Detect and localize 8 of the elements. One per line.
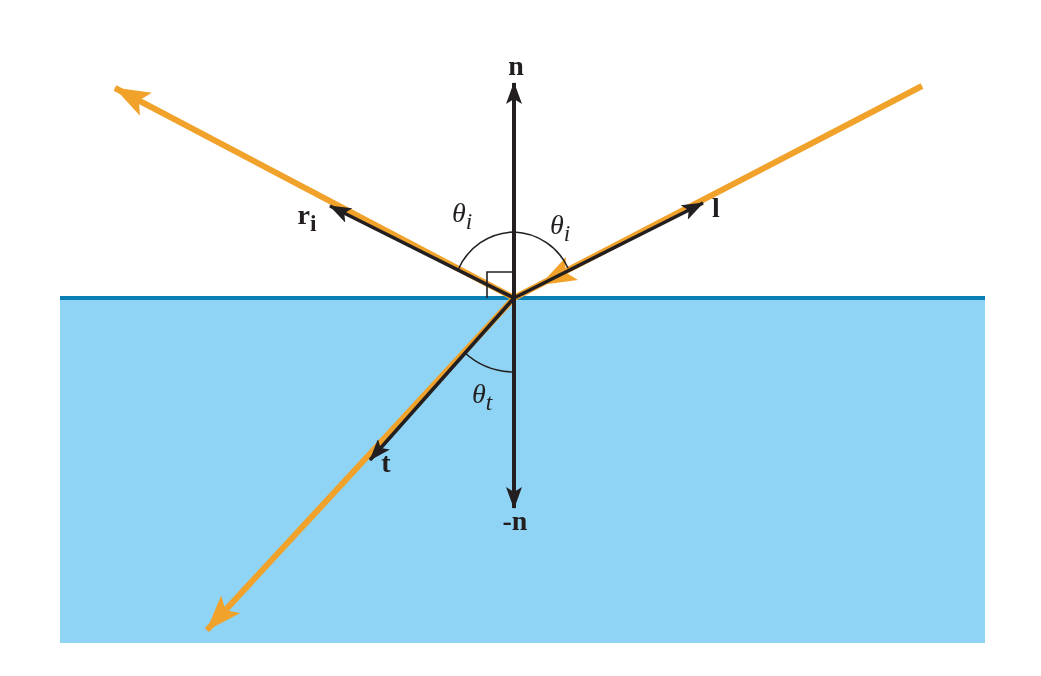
angle-label: θ$_{i}$ [549, 211, 571, 245]
vector-label: r$_{i}$ [297, 201, 317, 235]
vector-label: l [712, 194, 720, 222]
angle-label: θ$_{i}$ [451, 199, 473, 233]
vector-label: -n [502, 507, 528, 535]
vector-label: n [508, 52, 524, 80]
angle-label: θ$_{t}$ [471, 380, 493, 414]
vector-label: t [381, 449, 391, 477]
